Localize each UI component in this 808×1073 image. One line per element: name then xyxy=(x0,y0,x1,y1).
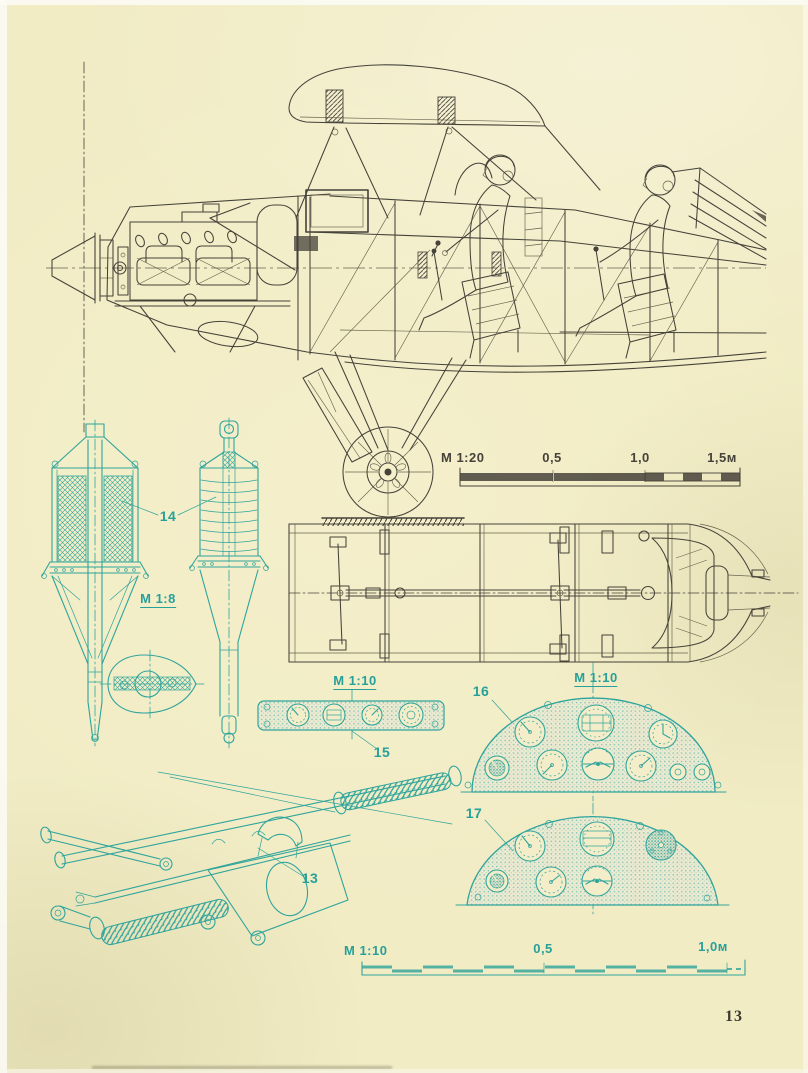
rudder-bars xyxy=(329,526,614,662)
engine-cutaway xyxy=(106,193,341,361)
bottom-tick-05: 0,5 xyxy=(533,941,553,956)
shock-absorber-cutaway xyxy=(41,419,149,747)
plan-seat-frame xyxy=(638,530,771,649)
shock-scale-label: М 1:8 xyxy=(140,591,176,608)
instrument-panel-17 xyxy=(455,802,730,918)
scan-artifact-line xyxy=(92,1066,392,1069)
strip-scale-label: М 1:10 xyxy=(333,673,377,690)
front-pilot-figure xyxy=(418,154,516,331)
front-seat xyxy=(461,271,521,359)
wing-section xyxy=(288,64,601,219)
scalebar-tick-10: 1,0 xyxy=(630,450,650,465)
landing-gear-struts xyxy=(302,351,467,463)
bottom-scalebar-label: М 1:10 xyxy=(344,943,388,958)
instrument-strip-panel xyxy=(257,689,445,750)
instrument-panel-16 xyxy=(460,662,727,802)
aircraft-side-view-drawing xyxy=(46,61,767,526)
cockpit-controls xyxy=(417,197,605,301)
propeller-spinner xyxy=(51,232,127,304)
ground-hatch xyxy=(321,517,465,526)
rear-seat xyxy=(617,273,677,359)
rear-pilot-figure xyxy=(575,164,676,337)
callout-leader-15 xyxy=(351,730,378,750)
callout-leader-13 xyxy=(257,847,307,879)
shock-absorber-side xyxy=(189,417,269,749)
callout-leader-14 xyxy=(121,496,217,516)
callout-leader-17 xyxy=(484,819,514,852)
callout-17: 17 xyxy=(465,805,483,821)
bottom-tick-10m: 1,0м xyxy=(698,939,728,954)
control-torque-tube xyxy=(345,585,656,601)
page-number: 13 xyxy=(725,1008,743,1025)
callout-13: 13 xyxy=(301,870,319,886)
scalebar-tick-05: 0,5 xyxy=(542,450,562,465)
scalebar-tick-15m: 1,5м xyxy=(707,450,737,465)
panel-scale-label: М 1:10 xyxy=(574,670,618,687)
scale-bar-1-10 xyxy=(361,959,746,976)
headrest-fairing xyxy=(671,167,767,260)
fuselage-plan-view xyxy=(288,523,799,663)
fuel-tank xyxy=(305,189,369,233)
axle-assembly-drawing xyxy=(40,765,462,946)
callout-15: 15 xyxy=(373,744,391,760)
callout-14: 14 xyxy=(159,508,177,524)
scale-bar-1-20 xyxy=(459,467,741,487)
strut-fairing-section xyxy=(99,649,205,719)
main-wheel xyxy=(342,426,434,518)
callout-16: 16 xyxy=(472,683,490,699)
fuselage-truss xyxy=(309,195,767,373)
callout-leader-16 xyxy=(491,699,513,723)
scalebar-m120-label: М 1:20 xyxy=(441,450,485,465)
